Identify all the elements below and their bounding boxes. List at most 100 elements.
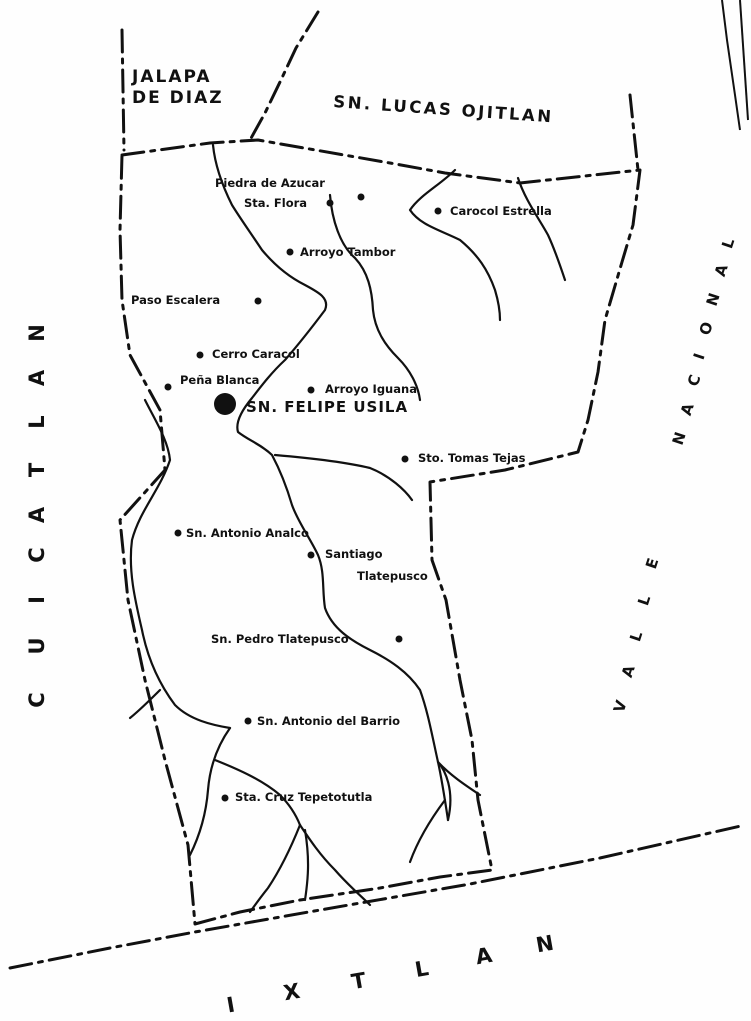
river-west-branch	[128, 688, 162, 720]
town-marker[interactable]	[286, 248, 294, 256]
town-label: Paso Escalera	[131, 293, 220, 307]
town-marker[interactable]	[244, 717, 252, 725]
river-southeast	[436, 760, 482, 822]
valle-nacional-letter: A	[618, 663, 639, 680]
ixtlan-valle-border	[8, 823, 747, 970]
region-label-cuicatlan: C U I C A T L A N	[25, 324, 49, 708]
town-marker[interactable]	[221, 794, 229, 802]
valle-nacional-letter: O	[696, 320, 717, 338]
town-label-santiago: Santiago	[325, 547, 383, 561]
town-sta-flora[interactable]: Sta. Flora	[244, 196, 334, 210]
river-main	[211, 143, 450, 822]
town-paso-escalera[interactable]: Paso Escalera	[131, 293, 262, 307]
town-cerro-caracol[interactable]: Cerro Caracol	[196, 347, 300, 361]
cuicatlan-letter: N	[25, 324, 49, 342]
town-label: Sta. Cruz Tepetotutla	[235, 790, 372, 804]
cuicatlan-letter: C	[25, 547, 49, 562]
town-marker[interactable]	[395, 635, 403, 643]
valle-nacional-letter: L	[634, 593, 654, 608]
river-carocol	[408, 168, 502, 322]
town-sn-pedro-tlatepusco[interactable]: Sn. Pedro Tlatepusco	[211, 632, 403, 646]
cuicatlan-letter: C	[25, 692, 49, 707]
river-southwest	[188, 726, 232, 857]
town-arroyo-iguana[interactable]: Arroyo Iguana	[307, 382, 417, 396]
town-marker[interactable]	[307, 386, 315, 394]
town-piedra-de-azucar[interactable]: Piedra de Azucar	[215, 176, 365, 201]
cuicatlan-letter: A	[25, 369, 49, 386]
valle-nacional-letter: N	[669, 430, 690, 448]
town-sto-tomas-tejas[interactable]: Sto. Tomas Tejas	[401, 451, 526, 465]
town-pena-blanca[interactable]: Peña Blanca	[164, 373, 260, 391]
seat-marker[interactable]	[214, 393, 236, 415]
town-carocol-estrella[interactable]: Carocol Estrella	[434, 204, 552, 218]
town-label: Sn. Antonio del Barrio	[257, 714, 400, 728]
map-frame-corner	[721, 0, 741, 131]
valle-nacional-letter: N	[703, 291, 724, 309]
cuicatlan-letter: U	[25, 637, 49, 654]
cuicatlan-letter: A	[25, 506, 49, 523]
river-west	[129, 398, 232, 730]
town-label: Sta. Flora	[244, 196, 307, 210]
town-sta-cruz-tepetotutla[interactable]: Sta. Cruz Tepetotutla	[221, 790, 373, 804]
ixtlan-letter: L	[413, 956, 430, 982]
seat-label: SN. FELIPE USILA	[246, 398, 408, 416]
river-south-branch-1	[248, 823, 302, 914]
town-marker[interactable]	[174, 529, 182, 537]
valle-nacional-letter: A	[677, 401, 698, 418]
region-label-jalapa-2: DE DIAZ	[132, 88, 224, 108]
cuicatlan-letter: L	[25, 415, 49, 428]
river-southeast-branch	[408, 798, 447, 864]
ixtlan-letter: X	[282, 979, 302, 1005]
ixtlan-letter: A	[474, 943, 495, 970]
town-marker[interactable]	[326, 199, 334, 207]
river-south-branch-2	[303, 828, 310, 902]
municipal-seat[interactable]: SN. FELIPE USILA	[214, 393, 408, 416]
town-marker[interactable]	[254, 297, 262, 305]
town-label: Piedra de Azucar	[215, 176, 325, 190]
ixtlan-letter: I	[225, 993, 237, 1018]
valle-nacional-letter: E	[642, 556, 662, 571]
valle-nacional-letter: C	[684, 372, 705, 388]
river-tepetotutla	[213, 758, 302, 827]
lucas-border-east	[628, 93, 640, 172]
region-label-jalapa-1: JALAPA	[131, 67, 212, 87]
region-label-ixtlan: I X T L A N	[225, 931, 556, 1018]
municipality-boundary	[118, 138, 642, 926]
town-label: Arroyo Tambor	[300, 245, 396, 259]
town-marker[interactable]	[164, 383, 172, 391]
localities: Piedra de Azucar Sta. Flora Carocol Estr…	[131, 176, 552, 804]
cuicatlan-letter: I	[25, 596, 49, 604]
town-marker[interactable]	[307, 551, 315, 559]
town-label: Sn. Pedro Tlatepusco	[211, 632, 349, 646]
valle-nacional-letter: L	[718, 236, 738, 251]
town-label-tlatepusco: Tlatepusco	[357, 569, 428, 583]
region-label-lucas: SN. LUCAS OJITLAN	[333, 92, 554, 126]
cuicatlan-letter: T	[25, 462, 49, 477]
river-estrella	[516, 176, 567, 282]
town-label: Carocol Estrella	[450, 204, 552, 218]
valle-nacional-letter: L	[626, 629, 646, 644]
town-marker[interactable]	[196, 351, 204, 359]
town-label: Peña Blanca	[180, 373, 259, 387]
boundaries	[8, 0, 749, 970]
ixtlan-letter: N	[534, 931, 555, 958]
town-santiago-tlatepusco[interactable]: Santiago Tlatepusco	[307, 547, 428, 583]
town-marker[interactable]	[401, 455, 409, 463]
rivers	[128, 143, 567, 914]
town-sn-antonio-del-barrio[interactable]: Sn. Antonio del Barrio	[244, 714, 401, 728]
town-arroyo-tambor[interactable]: Arroyo Tambor	[286, 245, 396, 259]
river-south-main	[298, 823, 372, 907]
jalapa-border-west	[120, 28, 126, 152]
town-label: Sto. Tomas Tejas	[418, 451, 526, 465]
town-marker[interactable]	[357, 193, 365, 201]
town-label: Cerro Caracol	[212, 347, 300, 361]
town-sn-antonio-analco[interactable]: Sn. Antonio Analco	[174, 526, 309, 540]
town-marker[interactable]	[434, 207, 442, 215]
map-frame-corner-inner	[739, 0, 749, 121]
town-label: Sn. Antonio Analco	[186, 526, 309, 540]
valle-nacional-letter: V	[610, 698, 631, 715]
river-east-tributary	[273, 453, 414, 502]
region-label-valle-nacional: V A L L E N A C I O N A L	[610, 236, 739, 715]
